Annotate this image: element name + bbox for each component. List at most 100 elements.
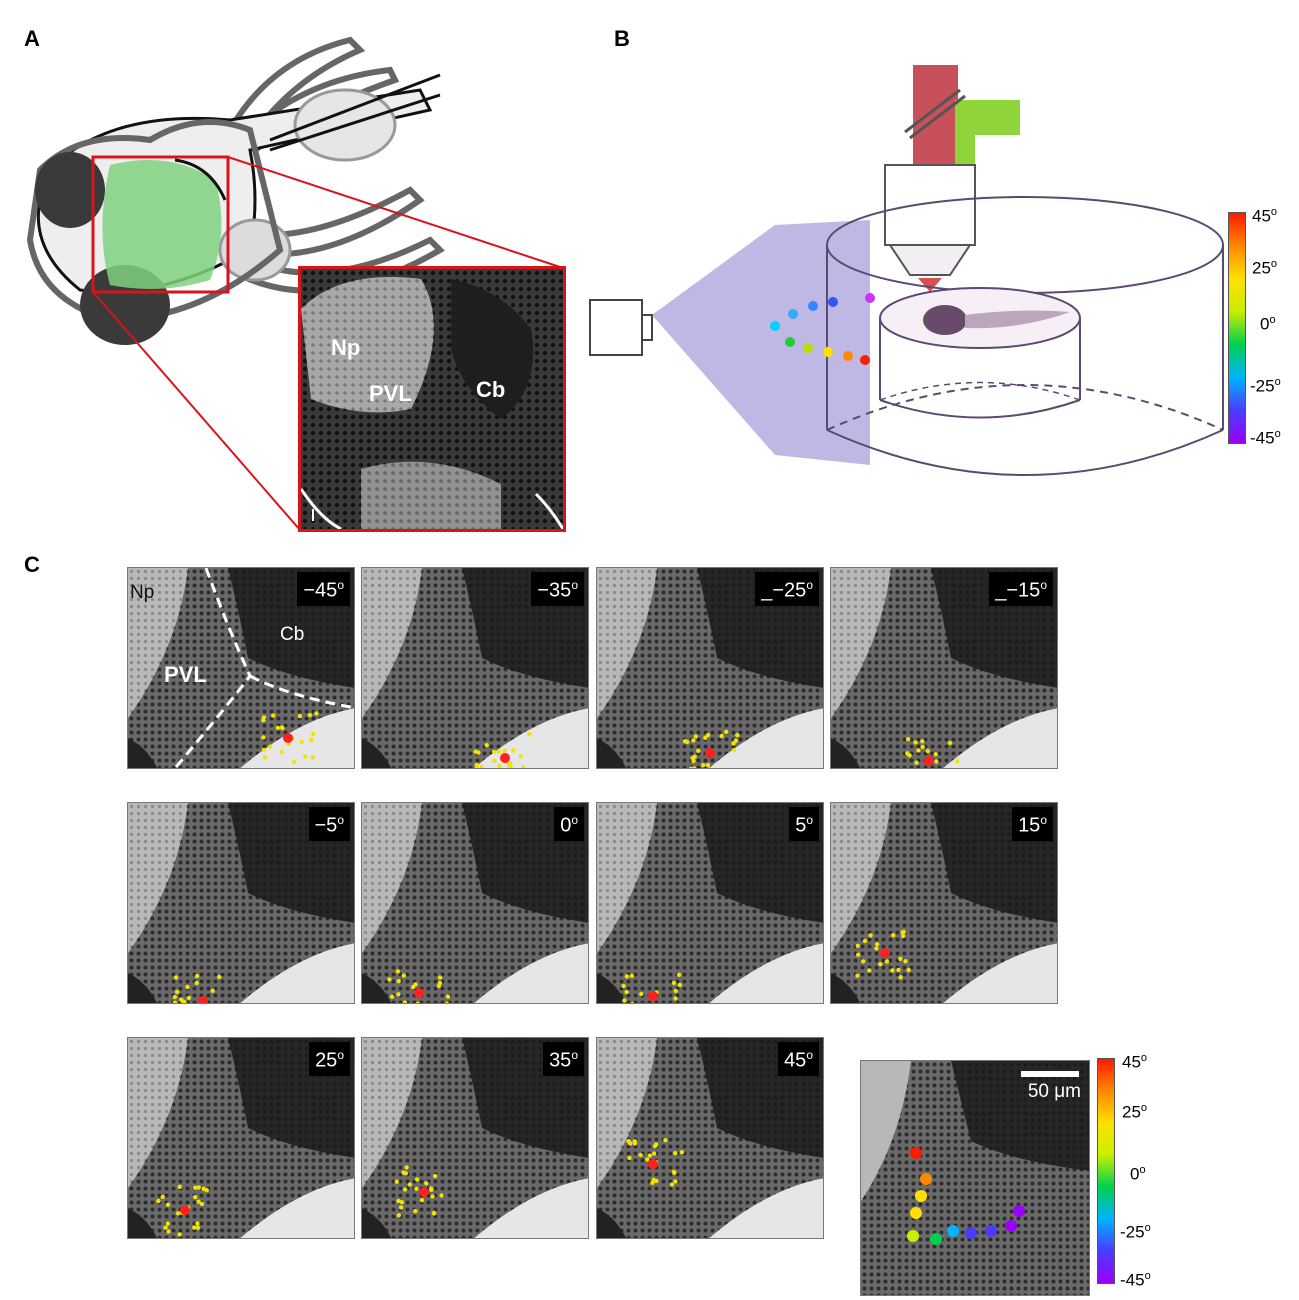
cell-marker xyxy=(491,749,497,754)
cell-marker xyxy=(173,975,179,980)
cell-marker xyxy=(172,994,178,1000)
trajectory-marker xyxy=(910,1207,922,1219)
cell-marker xyxy=(693,734,698,739)
angle-label: −45o xyxy=(297,572,350,606)
angle-label: 0o xyxy=(554,807,584,841)
tile-label-cb: Cb xyxy=(280,624,305,645)
cell-marker xyxy=(855,973,860,978)
cell-marker xyxy=(497,764,502,768)
cell-marker xyxy=(689,766,694,768)
panel-a-letter: A xyxy=(24,26,40,51)
trajectory-marker xyxy=(907,1230,919,1242)
trajectory-marker xyxy=(985,1225,997,1237)
angle-label: 45o xyxy=(778,1042,819,1076)
cell-marker xyxy=(733,738,738,743)
cell-marker xyxy=(429,1187,434,1192)
cell-marker xyxy=(673,1151,678,1156)
angle-label: 15o xyxy=(1012,807,1053,841)
cell-marker xyxy=(156,1198,161,1204)
cell-marker xyxy=(955,759,960,764)
cell-marker xyxy=(874,946,879,951)
center-marker xyxy=(414,988,424,998)
cell-marker xyxy=(627,1155,632,1161)
cell-marker xyxy=(703,735,708,740)
center-marker xyxy=(924,756,934,766)
cell-marker xyxy=(624,974,630,979)
cell-marker xyxy=(474,762,479,767)
cell-marker xyxy=(731,747,737,753)
cell-marker xyxy=(413,1208,418,1214)
cell-marker xyxy=(299,739,304,744)
cell-marker xyxy=(444,1001,450,1003)
cell-marker xyxy=(303,754,308,759)
cell-marker xyxy=(413,982,418,987)
cell-marker xyxy=(691,758,696,764)
cell-marker xyxy=(682,739,688,744)
cell-marker xyxy=(160,1194,165,1200)
colorbar-tick: 0o xyxy=(1260,314,1276,334)
cell-marker xyxy=(672,1170,677,1175)
cell-marker xyxy=(874,942,880,947)
cell-marker xyxy=(724,729,729,735)
cell-marker xyxy=(396,979,401,984)
cell-marker xyxy=(890,968,895,973)
cell-marker xyxy=(404,1165,409,1170)
cell-marker xyxy=(906,737,911,742)
trajectory-marker xyxy=(915,1190,927,1202)
cell-marker xyxy=(639,991,644,997)
cell-marker xyxy=(884,959,890,964)
cell-marker xyxy=(210,988,215,993)
cell-marker xyxy=(898,956,903,961)
trajectory-marker xyxy=(1005,1220,1017,1232)
cell-marker xyxy=(432,1173,438,1179)
cell-marker xyxy=(914,760,919,765)
cell-marker xyxy=(856,952,861,957)
cell-marker xyxy=(195,1225,201,1230)
trajectory-marker xyxy=(947,1225,959,1237)
cell-marker xyxy=(900,933,906,939)
cell-marker xyxy=(292,759,297,764)
cell-marker xyxy=(479,765,484,768)
cell-marker xyxy=(279,749,284,755)
cell-marker xyxy=(896,967,901,973)
inset-label-pvl: PVL xyxy=(369,381,412,406)
cell-marker xyxy=(916,748,921,753)
cell-marker xyxy=(630,1001,635,1003)
cell-marker xyxy=(629,973,634,978)
cell-marker xyxy=(878,962,883,967)
cell-marker xyxy=(925,748,930,754)
colorbar-tick: 25o xyxy=(1122,1102,1148,1122)
cell-marker xyxy=(396,1213,401,1218)
cell-marker xyxy=(673,1179,678,1184)
cell-marker xyxy=(402,1000,408,1003)
cell-marker xyxy=(705,732,711,738)
cell-marker xyxy=(691,738,696,743)
cell-marker xyxy=(177,1232,182,1237)
angle-label: −35o xyxy=(531,572,584,606)
cell-marker xyxy=(862,938,868,944)
center-marker xyxy=(500,753,510,763)
colorbar-tick: -25o xyxy=(1120,1222,1151,1242)
cell-marker xyxy=(933,752,938,757)
micrograph-tile: −5o xyxy=(127,802,355,1004)
center-marker xyxy=(648,1159,658,1169)
scale-bar xyxy=(1021,1071,1079,1077)
cell-marker xyxy=(676,972,682,977)
colorbar-tick: 0o xyxy=(1130,1164,1146,1184)
cell-marker xyxy=(692,766,697,768)
trajectory-marker xyxy=(965,1227,977,1239)
cell-marker xyxy=(396,992,401,997)
cell-marker xyxy=(903,959,908,964)
angle-label: 5o xyxy=(789,807,819,841)
cell-marker xyxy=(906,967,911,973)
cell-marker xyxy=(271,713,276,718)
cell-marker xyxy=(402,1187,408,1192)
cell-marker xyxy=(705,762,711,768)
cell-marker xyxy=(297,713,303,719)
cell-marker xyxy=(204,1188,209,1193)
cell-marker xyxy=(437,975,443,980)
colorbar-tick: 45o xyxy=(1252,206,1278,226)
trajectory-marker xyxy=(920,1173,932,1185)
cell-marker xyxy=(196,1185,201,1190)
